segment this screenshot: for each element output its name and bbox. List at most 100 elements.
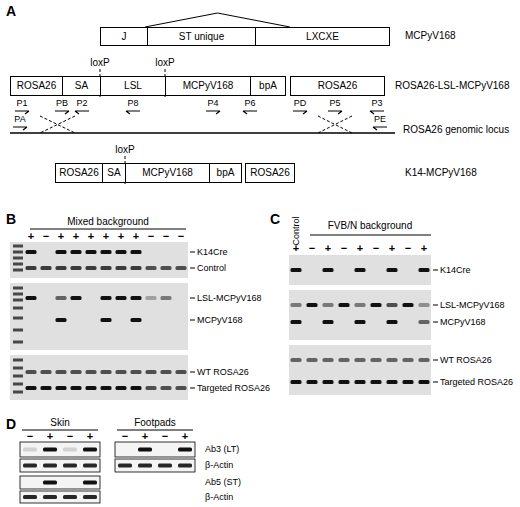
blot-band	[83, 448, 97, 452]
gel-band	[355, 320, 366, 324]
primer-arrow	[373, 127, 387, 130]
figure-label: Mixed background	[67, 217, 149, 227]
figure-label: A	[6, 4, 16, 18]
gel-band	[307, 303, 318, 307]
label-text: −	[405, 242, 411, 254]
gel-band	[387, 303, 398, 307]
gel-band	[41, 386, 52, 390]
construct-segment: bpA	[209, 163, 242, 183]
label-text: +	[421, 242, 427, 254]
ladder-band	[13, 245, 23, 248]
figure-label: +	[103, 231, 109, 242]
recombination-line	[318, 116, 352, 133]
genomic-locus-line	[10, 132, 395, 134]
ladder-band	[13, 287, 23, 290]
gel-band	[161, 296, 172, 300]
label-text: P4	[207, 98, 218, 108]
label-text: β-Actin	[205, 460, 233, 470]
ladder-band	[13, 391, 23, 394]
figure-label: Ab3 (LT)	[205, 445, 239, 454]
label-text: +	[58, 230, 64, 242]
construct-segment: ST unique	[147, 27, 256, 46]
figure-label: P5	[329, 99, 340, 108]
segment-label: ROSA26	[318, 81, 357, 91]
figure-label: +	[182, 431, 188, 442]
label-text: −	[373, 242, 379, 254]
figure-label: +	[389, 243, 395, 254]
ladder-band	[13, 299, 23, 302]
segment-label: ST unique	[179, 32, 224, 42]
figure-label: MCPyV168	[197, 316, 243, 325]
figure-label: +	[293, 243, 299, 254]
blot-band	[178, 464, 192, 468]
gel-band	[323, 358, 334, 362]
gel-band	[403, 303, 414, 307]
gel-band	[323, 380, 334, 384]
construct-segment: LXCXE	[255, 27, 390, 46]
gel-band	[355, 380, 366, 384]
figure-label: −	[341, 243, 347, 254]
ladder-band	[13, 341, 23, 344]
gel-band	[116, 250, 127, 254]
label-text: −	[122, 430, 128, 442]
label-text: ROSA26-LSL-MCPyV168	[395, 80, 510, 91]
label-text: Ab5 (ST)	[205, 477, 241, 487]
gel-band	[116, 266, 127, 270]
blot-band	[43, 448, 57, 452]
ladder-band	[13, 257, 23, 260]
label-text: P6	[244, 98, 255, 108]
blot-band	[23, 495, 37, 499]
construct-segment: LSL	[100, 76, 166, 96]
figure-label: +	[133, 231, 139, 242]
ladder-band	[13, 375, 23, 378]
gel-band	[26, 386, 37, 390]
gel-band	[355, 268, 366, 272]
western-blot	[115, 459, 195, 472]
label-text: ROSA26 genomic locus	[403, 124, 509, 135]
label-text: +	[133, 230, 139, 242]
label-text: +	[142, 430, 148, 442]
gel-image	[289, 345, 431, 395]
gel-band	[323, 320, 334, 324]
gel-band	[56, 386, 67, 390]
label-text: K14Cre	[197, 247, 228, 257]
figure-label: β-Actin	[205, 461, 233, 470]
segment-label: MCPyV168	[183, 81, 234, 91]
figure-label: Ab5 (ST)	[205, 478, 241, 487]
figure-label: loxP	[90, 58, 109, 68]
gel-band	[86, 250, 97, 254]
gel-band	[161, 266, 172, 270]
gel-image	[10, 242, 188, 278]
blot-band	[63, 448, 77, 452]
gel-band	[339, 380, 350, 384]
label-text: MCPyV168	[405, 30, 456, 41]
blot-band	[63, 464, 77, 468]
gel-band	[371, 380, 382, 384]
gel-band	[176, 370, 187, 374]
segment-label: J	[122, 32, 127, 42]
figure-label: ROSA26-LSL-MCPyV168	[395, 81, 510, 91]
ladder-band	[13, 383, 23, 386]
header-rule	[310, 235, 431, 236]
gel-band	[116, 386, 127, 390]
figure-label: loxP	[155, 58, 174, 68]
gel-band	[101, 296, 112, 300]
figure-label: B	[6, 212, 16, 226]
gel-band	[403, 358, 414, 362]
band-tick	[190, 252, 195, 253]
label-text: +	[88, 230, 94, 242]
construct-segment: J	[100, 27, 148, 46]
band-tick	[433, 382, 438, 383]
gel-band	[71, 250, 82, 254]
label-text: MCPyV168	[440, 317, 486, 327]
figure-label: +	[58, 231, 64, 242]
recombination-line	[40, 116, 75, 133]
label-text: −	[341, 242, 347, 254]
ladder-band	[13, 317, 23, 320]
figure-label: +	[87, 431, 93, 442]
gel-band	[56, 318, 67, 322]
gel-band	[307, 380, 318, 384]
label-text: −	[27, 430, 33, 442]
primer-arrow	[206, 111, 220, 114]
